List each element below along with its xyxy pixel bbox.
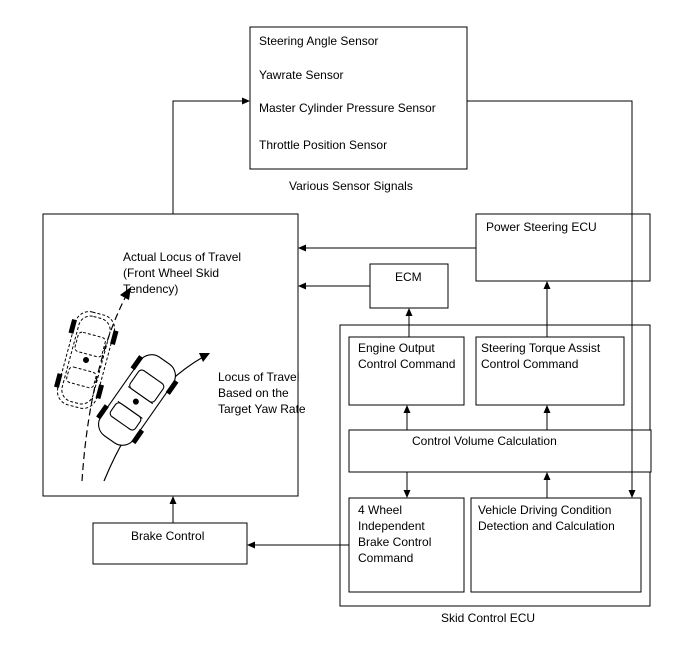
sensor-yawrate: Yawrate Sensor: [259, 68, 344, 82]
sensor-signals-group: Steering Angle Sensor Yawrate Sensor Mas…: [249, 26, 468, 193]
sensor-master-cylinder: Master Cylinder Pressure Sensor: [259, 101, 436, 115]
steering-torque-command-label: Steering Torque Assist Control Command: [481, 341, 604, 371]
vehicle-panel-box: [42, 213, 299, 497]
power-steering-to-vehicle-arrowhead: [298, 244, 306, 252]
engine-output-command-box: [348, 336, 465, 406]
connectors: [169, 97, 636, 549]
power-steering-ecu-box: [475, 213, 651, 282]
driving-condition-label: Vehicle Driving Condition Detection and …: [478, 503, 615, 533]
actual-locus-path: [81, 295, 127, 482]
control-volume-to-engine-output-arrowhead: [403, 405, 411, 413]
control-volume-to-brake-command-arrowhead: [403, 490, 411, 498]
ecm-label: ECM: [395, 270, 422, 284]
skid-control-ecu-caption: Skid Control ECU: [441, 611, 535, 625]
vehicle-behavior-panel: Actual Locus of Travel (Front Wheel Skid…: [42, 213, 306, 497]
sensor-throttle-position: Throttle Position Sensor: [259, 138, 387, 152]
engine-output-command-label: Engine Output Control Command: [358, 341, 455, 371]
skid-control-ecu-group: Engine Output Control Command Steering T…: [339, 324, 652, 625]
driving-condition-box: [470, 497, 642, 593]
brake-control-to-vehicle-arrowhead: [169, 496, 177, 504]
skidding-car-outline: [54, 311, 119, 409]
control-volume-box: [348, 429, 652, 473]
brake-control-label: Brake Control: [131, 529, 204, 543]
target-locus-arrowhead: [199, 353, 210, 362]
sensors-to-driving-condition-arrowhead: [628, 490, 636, 498]
ecm-box: [369, 263, 449, 309]
sensors-to-driving-condition-line: [467, 100, 633, 491]
steering-torque-command-box: [475, 336, 625, 406]
control-volume-to-steering-torque-arrowhead: [543, 405, 551, 413]
brake-control-command-label: 4 Wheel Independent Brake Control Comman…: [358, 503, 435, 565]
vehicle-to-sensors-line: [172, 100, 243, 214]
control-volume-label: Control Volume Calculation: [412, 434, 557, 448]
engine-output-to-ecm-arrowhead: [405, 308, 413, 316]
target-car: [96, 354, 179, 446]
brake-command-to-brake-control-arrowhead: [247, 541, 255, 549]
steering-torque-to-power-steering-arrowhead: [543, 281, 551, 289]
actual-locus-arrowhead: [120, 287, 131, 300]
target-locus-label: Locus of Travel Based on the Target Yaw …: [218, 370, 306, 416]
brake-control-box: [92, 522, 248, 565]
driving-condition-to-control-volume-arrowhead: [543, 472, 551, 480]
vehicle-to-sensors-arrowhead: [242, 97, 250, 105]
brake-control-command-box: [348, 497, 465, 593]
actual-locus-label: Actual Locus of Travel (Front Wheel Skid…: [123, 250, 244, 296]
power-steering-ecu-label: Power Steering ECU: [486, 220, 597, 234]
sensor-signals-caption: Various Sensor Signals: [289, 179, 413, 193]
sensor-steering-angle: Steering Angle Sensor: [259, 34, 378, 48]
sensor-box: [249, 26, 468, 170]
ecm-to-vehicle-arrowhead: [298, 282, 306, 290]
